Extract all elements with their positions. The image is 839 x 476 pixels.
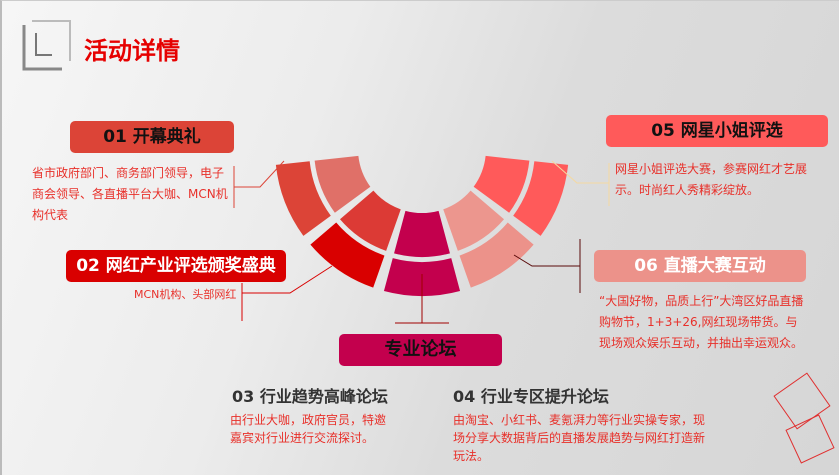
connector-01 (234, 160, 285, 188)
item-06-desc: “大国好物，品质上行”大湾区好品直播购物节，1+3+26,网红现场带货。与现场观… (599, 294, 804, 350)
item-03-label: 03 行业趋势高峰论坛 (232, 387, 388, 406)
ring-outer-segment (459, 222, 534, 288)
ring-inner-segment (443, 190, 505, 251)
decorative-squares-icon (773, 372, 835, 464)
connector-06 (513, 254, 580, 267)
ring-inner-segment (473, 155, 530, 213)
item-01-label: 01 开幕典礼 (70, 121, 234, 153)
ring-outer-segment (513, 161, 569, 236)
item-02-label: 02 网红产业评选颁奖盛典 (66, 250, 286, 282)
ring-inner-segment (339, 190, 401, 251)
item-01-desc: 省市政府部门、商务部门领导，电子商会领导、各直播平台大咖、MCN机构代表 (32, 166, 228, 222)
connector-02 (242, 265, 333, 294)
item-06-label: 06 直播大赛互动 (594, 250, 806, 282)
ring-inner-segment (394, 210, 450, 257)
forum-label: 专业论坛 (339, 334, 502, 366)
page-title: 活动详情 (84, 37, 180, 65)
item-02-desc: MCN机构、头部网红 (134, 288, 237, 301)
connector-05 (551, 160, 609, 184)
item-05-label: 05 网星小姐评选 (606, 115, 828, 147)
ring-outer-segment (275, 161, 331, 236)
item-04-desc: 由淘宝、小红书、麦氪湃力等行业实操专家，现场分享大数据背后的直播发展趋势与网红打… (453, 413, 706, 463)
item-04-label: 04 行业专区提升论坛 (453, 387, 609, 406)
item-05-desc: 网星小姐评选大赛，参赛网红才艺展示。时尚红人秀精彩绽放。 (615, 162, 808, 197)
ring-outer-segment (310, 222, 385, 288)
logo-bracket-icon (22, 20, 71, 71)
item-03-desc: 由行业大咖，政府官员，特邀嘉宾对行业进行交流探讨。 (230, 413, 387, 445)
ring-inner-segment (314, 155, 371, 213)
